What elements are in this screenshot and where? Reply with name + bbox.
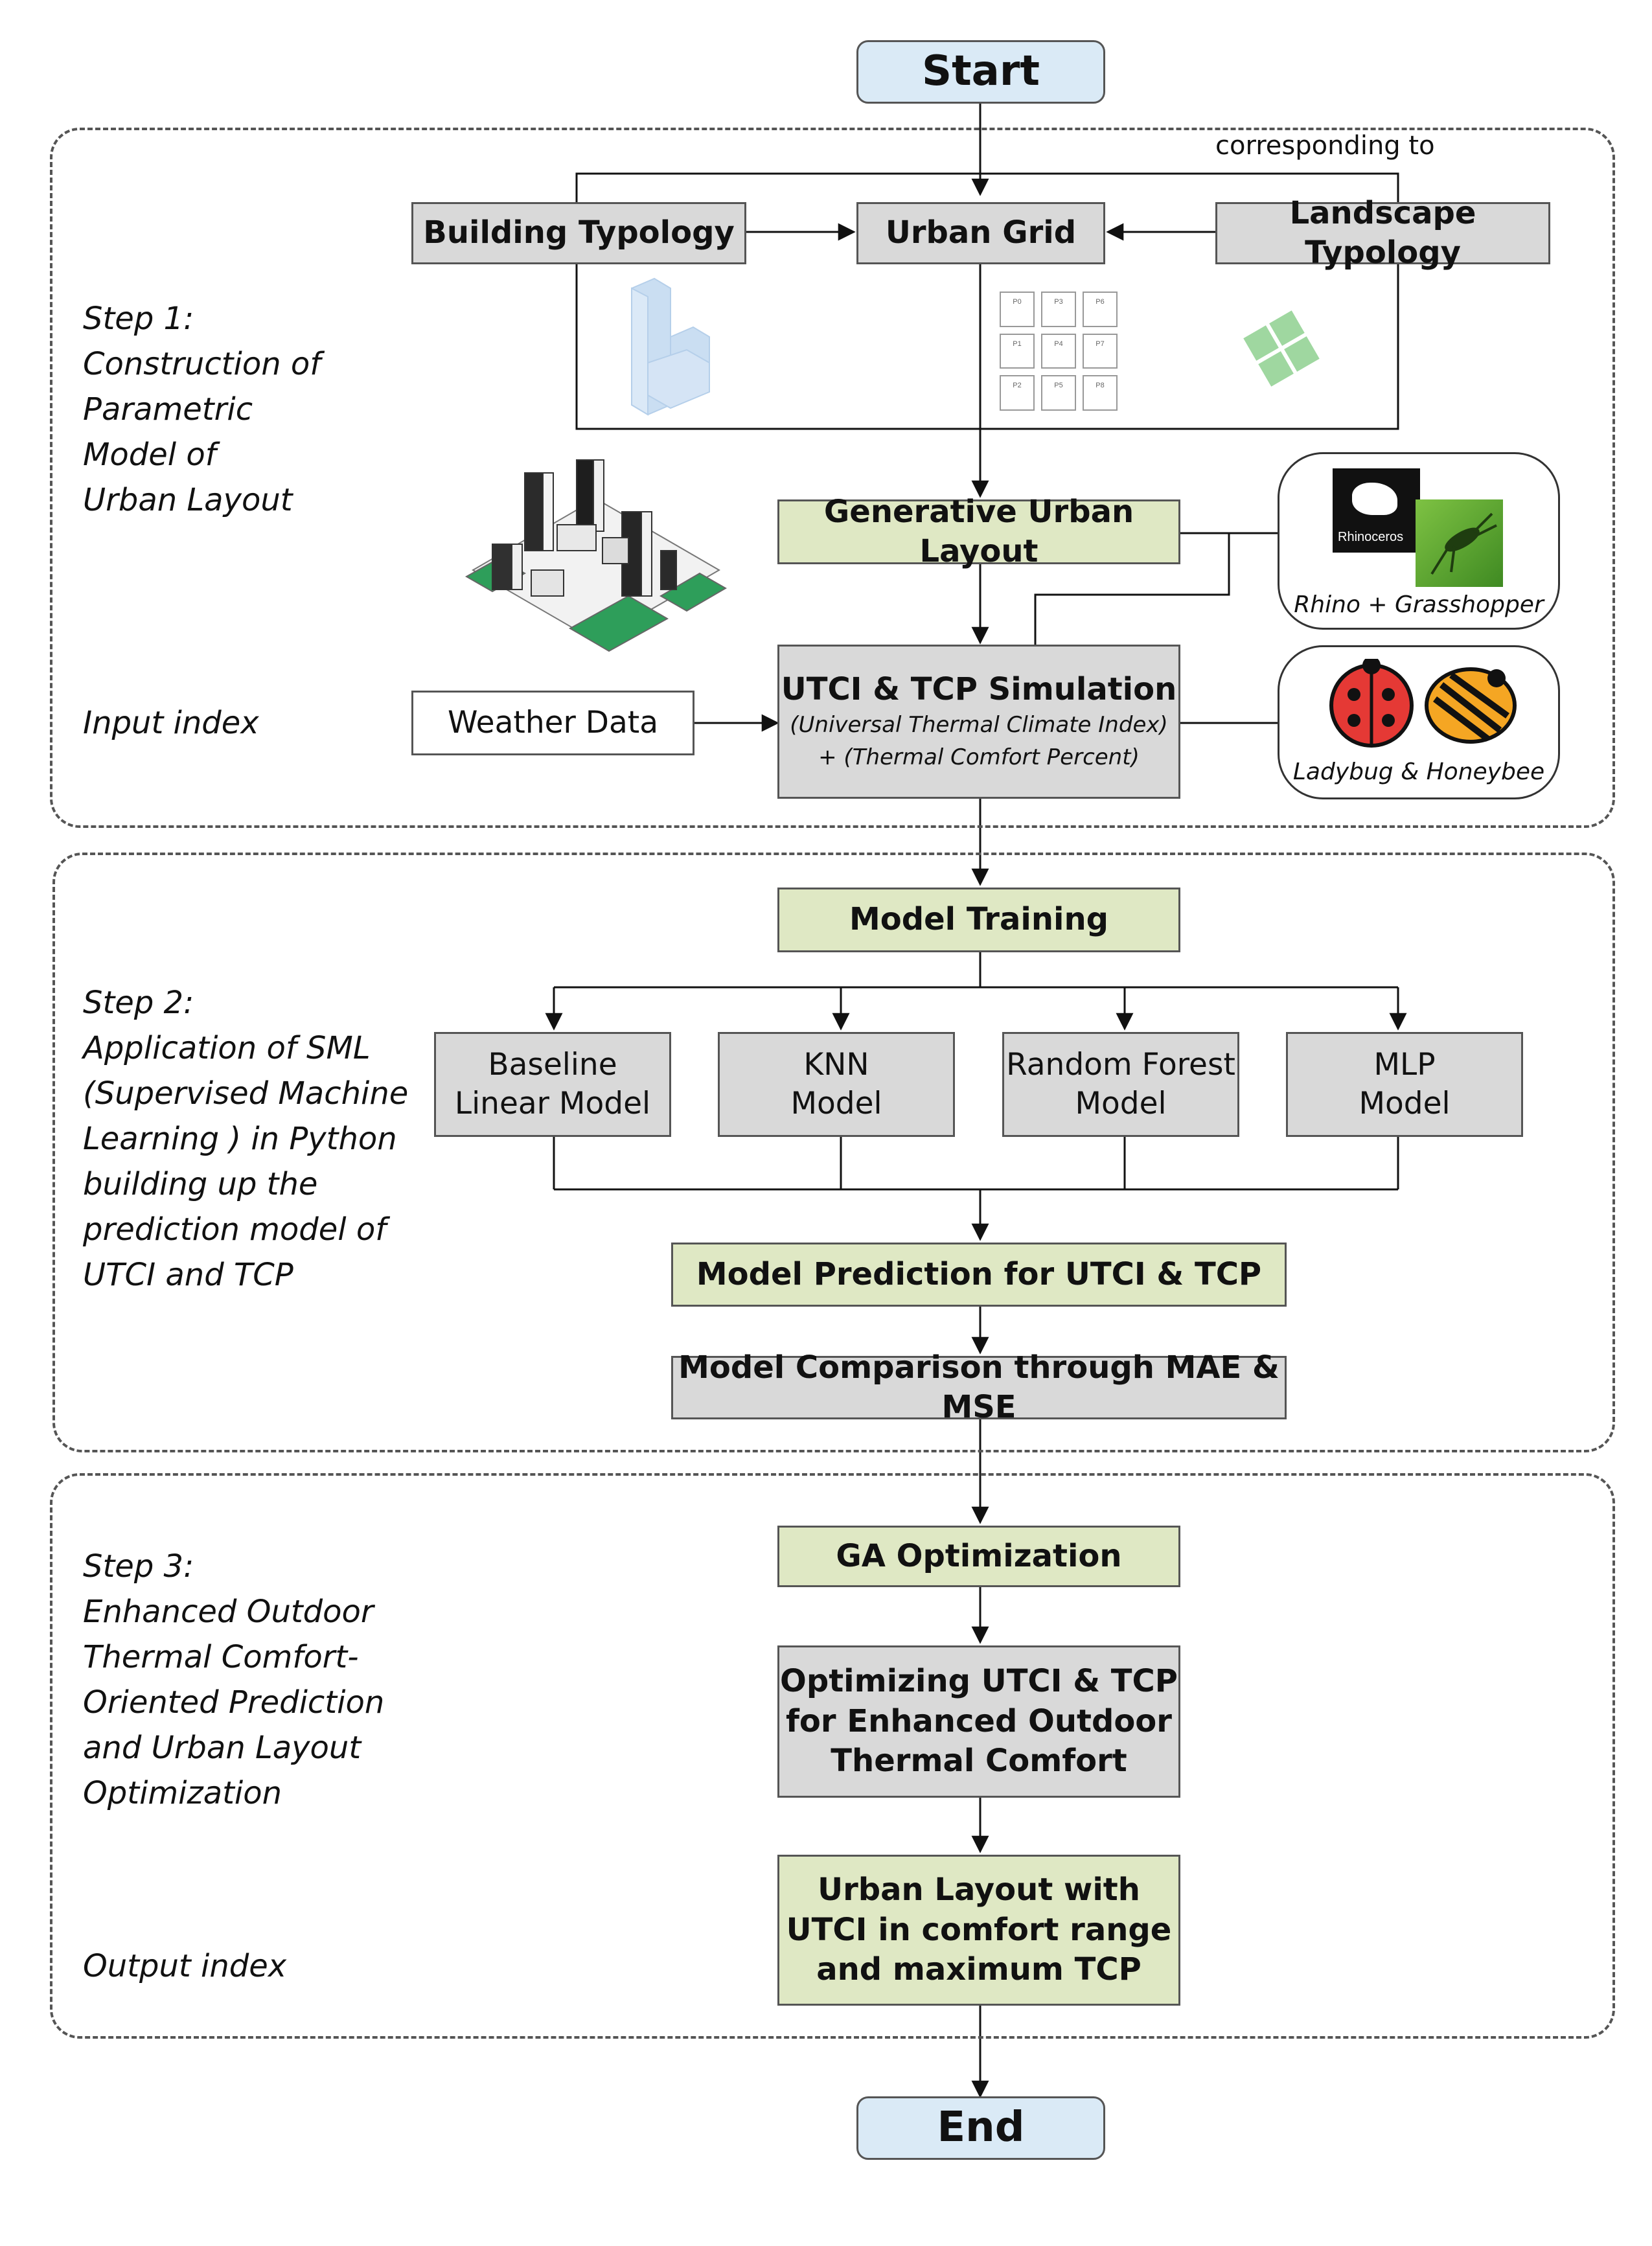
mlp-model-node: MLP Model: [1286, 1032, 1523, 1137]
building-typology-node: Building Typology: [411, 202, 746, 264]
rhino-logo: Rhinoceros: [1333, 468, 1420, 553]
optimizing-line-2: for Enhanced Outdoor: [786, 1702, 1172, 1739]
landscape-typology-illustration: [1243, 310, 1320, 387]
grid-cell: P7: [1083, 333, 1118, 369]
step1-line: Model of: [83, 437, 216, 473]
baseline-line-1: Baseline: [488, 1046, 617, 1083]
input-index-label: Input index: [83, 705, 259, 741]
result-line-3: and maximum TCP: [816, 1951, 1141, 1988]
step2-panel: [52, 853, 1615, 1452]
grasshopper-logo: [1416, 499, 1503, 587]
generative-urban-layout-node: Generative Urban Layout: [777, 494, 1180, 569]
step3-line: and Urban Layout: [83, 1730, 361, 1766]
landscape-typology-node: Landscape Typology: [1215, 195, 1550, 271]
mlp-line-2: Model: [1359, 1086, 1451, 1121]
ladybug-honeybee-badge: Ladybug & Honeybee: [1278, 645, 1560, 799]
step3-line: Enhanced Outdoor: [83, 1594, 374, 1630]
grid-cell: P1: [1000, 333, 1035, 369]
step2-line: UTCI and TCP: [83, 1257, 293, 1293]
random-forest-line-1: Random Forest: [1006, 1046, 1235, 1083]
step1-line: Parametric: [83, 391, 253, 428]
grid-cell: P4: [1041, 333, 1076, 369]
ladybug-icon: [1329, 659, 1414, 748]
step2-line: Application of SML: [83, 1030, 371, 1066]
step2-line: building up the: [83, 1166, 318, 1202]
step3-line: Oriented Prediction: [83, 1684, 385, 1721]
optimizing-line-1: Optimizing UTCI & TCP: [780, 1663, 1178, 1700]
step1-panel: [50, 128, 1615, 828]
step2-line: Learning ) in Python: [83, 1121, 397, 1157]
step2-text: Step 2: Application of SML (Supervised M…: [83, 980, 408, 1298]
corresponding-bracket: [575, 172, 1399, 214]
corresponding-to-note: corresponding to: [1215, 131, 1435, 161]
rhino-to-simulation: [1034, 533, 1230, 645]
step2-title: Step 2:: [83, 985, 194, 1021]
step2-line: (Supervised Machine: [83, 1075, 409, 1112]
grid-cell: P8: [1083, 375, 1118, 411]
result-line-2: UTCI in comfort range: [786, 1911, 1172, 1948]
grid-cell: P0: [1000, 292, 1035, 327]
step1-text: Step 1: Construction of Parametric Model…: [83, 296, 321, 523]
end-node: End: [856, 2096, 1105, 2160]
result-line-1: Urban Layout with: [818, 1872, 1140, 1908]
model-prediction-node: Model Prediction for UTCI & TCP: [671, 1243, 1287, 1307]
random-forest-line-2: Model: [1075, 1086, 1167, 1121]
step3-line: Optimization: [83, 1775, 282, 1811]
simulation-title: UTCI & TCP Simulation: [781, 670, 1177, 707]
step1-line: Construction of: [83, 346, 321, 382]
step1-line: Urban Layout: [83, 482, 293, 518]
model-comparison-node: Model Comparison through MAE & MSE: [671, 1349, 1287, 1425]
step3-line: Thermal Comfort-: [83, 1639, 359, 1675]
simulation-subtitle-2: + (Thermal Comfort Percent): [818, 744, 1140, 770]
building-typology-illustration: [631, 277, 710, 416]
rhino-logo-text: Rhinoceros: [1338, 530, 1404, 544]
baseline-line-2: Linear Model: [454, 1086, 651, 1121]
step3-panel: [50, 1473, 1615, 2039]
utci-tcp-simulation-node: UTCI & TCP Simulation (Universal Thermal…: [777, 645, 1180, 799]
step3-text: Step 3: Enhanced Outdoor Thermal Comfort…: [83, 1544, 384, 1816]
grid-cell: P6: [1083, 292, 1118, 327]
random-forest-model-node: Random Forest Model: [1002, 1032, 1239, 1137]
mlp-line-1: MLP: [1373, 1046, 1436, 1083]
weather-data-node: Weather Data: [411, 691, 694, 755]
baseline-linear-model-node: Baseline Linear Model: [434, 1032, 671, 1137]
urban-grid-node: Urban Grid: [856, 202, 1105, 264]
optimizing-line-3: Thermal Comfort: [831, 1743, 1127, 1780]
step2-line: prediction model of: [83, 1211, 387, 1248]
optimizing-utci-tcp-node: Optimizing UTCI & TCP for Enhanced Outdo…: [777, 1645, 1180, 1798]
knn-model-node: KNN Model: [718, 1032, 955, 1137]
urban-layout-result-node: Urban Layout with UTCI in comfort range …: [777, 1855, 1180, 2006]
urban-layout-illustration: [465, 459, 727, 652]
ga-optimization-node: GA Optimization: [777, 1526, 1180, 1587]
grid-cell: P5: [1041, 375, 1076, 411]
ladybug-honeybee-label: Ladybug & Honeybee: [1292, 759, 1545, 785]
model-training-node: Model Training: [777, 888, 1180, 952]
grid-cell: P3: [1041, 292, 1076, 327]
honeybee-icon: [1425, 667, 1517, 744]
grid-cell: P2: [1000, 375, 1035, 411]
output-index-label: Output index: [83, 1948, 287, 1984]
knn-line-1: KNN: [803, 1046, 869, 1083]
rhino-grasshopper-badge: Rhinoceros Rhino + Grasshopper: [1278, 452, 1560, 630]
start-node: Start: [856, 40, 1105, 104]
typology-outline: [575, 264, 1399, 430]
step1-title: Step 1:: [83, 301, 194, 337]
rhino-grasshopper-label: Rhino + Grasshopper: [1294, 591, 1544, 618]
step3-title: Step 3:: [83, 1548, 194, 1585]
simulation-subtitle-1: (Universal Thermal Climate Index): [790, 712, 1168, 739]
urban-grid-illustration: P0 P3 P6 P1 P4 P7 P2 P5 P8: [1000, 292, 1119, 411]
knn-line-2: Model: [790, 1086, 882, 1121]
